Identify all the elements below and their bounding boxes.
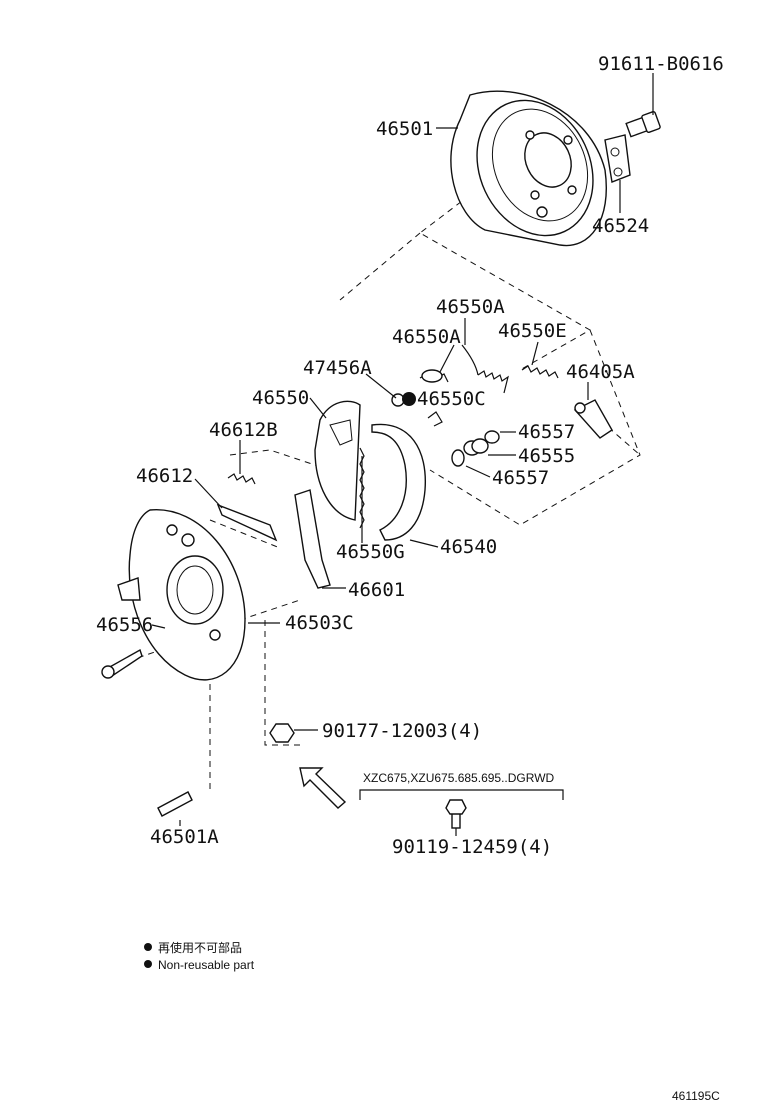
figure-id: 461195C xyxy=(672,1089,720,1103)
label-46555: 46555 xyxy=(518,445,575,467)
hold-down-pin xyxy=(427,411,443,427)
label-90119-12459: 90119-12459(4) xyxy=(392,836,552,858)
label-46557-b: 46557 xyxy=(492,467,549,489)
label-46550C: 46550C xyxy=(417,388,486,410)
wheel-cylinder-46405A xyxy=(573,399,613,439)
parking-lever-46601 xyxy=(294,489,331,589)
label-46601: 46601 xyxy=(348,579,405,601)
label-46612B: 46612B xyxy=(209,419,278,441)
label-46405A: 46405A xyxy=(566,361,635,383)
label-91611-B0616: 91611-B0616 xyxy=(598,53,724,75)
label-46550E: 46550E xyxy=(498,320,567,342)
part-labels: 91611-B0616 46501 46524 46550A 46550A 46… xyxy=(96,53,724,858)
bolt-46556 xyxy=(101,648,143,679)
bolt-90119 xyxy=(445,799,467,829)
non-reusable-bullet-icon xyxy=(144,960,152,968)
label-90177-12003: 90177-12003(4) xyxy=(322,720,482,742)
return-spring-46550G xyxy=(359,447,365,529)
label-46503C: 46503C xyxy=(285,612,354,634)
nut-90177 xyxy=(269,723,295,743)
brake-drum xyxy=(450,90,607,247)
label-46501: 46501 xyxy=(376,118,433,140)
assembly-dashed-lines xyxy=(116,194,641,790)
label-46550G: 46550G xyxy=(336,541,405,563)
brake-shoe-46540 xyxy=(371,423,426,541)
drum-bolt xyxy=(625,111,661,138)
label-46550A-upper: 46550A xyxy=(436,296,505,318)
brake-shoe-46550 xyxy=(314,400,361,521)
label-46557-a: 46557 xyxy=(518,421,575,443)
cup-46555 xyxy=(463,438,489,456)
adjuster-spring-46612B xyxy=(227,473,256,485)
hole-plug-plate xyxy=(604,134,631,183)
label-46612: 46612 xyxy=(136,465,193,487)
label-46501A: 46501A xyxy=(150,826,219,848)
spring-46550A-upper xyxy=(461,344,509,394)
label-46524: 46524 xyxy=(592,215,649,237)
applicability-bracket xyxy=(359,789,564,800)
adjuster-46612 xyxy=(216,503,278,542)
label-47456A: 47456A xyxy=(303,357,372,379)
legend-japanese: 再使用不可部品 xyxy=(158,940,242,955)
cup-46557-a xyxy=(484,430,500,444)
cup-46557-b xyxy=(451,449,465,467)
spring-46550E xyxy=(521,365,559,379)
leader-lines xyxy=(151,73,654,836)
spring-46550A xyxy=(419,369,449,383)
label-46540: 46540 xyxy=(440,536,497,558)
label-46550: 46550 xyxy=(252,387,309,409)
legend: 再使用不可部品 Non-reusable part xyxy=(144,940,255,972)
stud-46501A xyxy=(157,791,193,817)
non-reusable-marker-46550C xyxy=(402,392,416,406)
applicability-note: XZC675,XZU675.685.695..DGRWD xyxy=(363,771,555,785)
label-46556: 46556 xyxy=(96,614,153,636)
label-46550A: 46550A xyxy=(392,326,461,348)
non-reusable-bullet-icon xyxy=(144,943,152,951)
direction-arrow-icon xyxy=(299,767,347,809)
backing-plate-46503C xyxy=(117,509,246,681)
legend-english: Non-reusable part xyxy=(158,958,255,972)
